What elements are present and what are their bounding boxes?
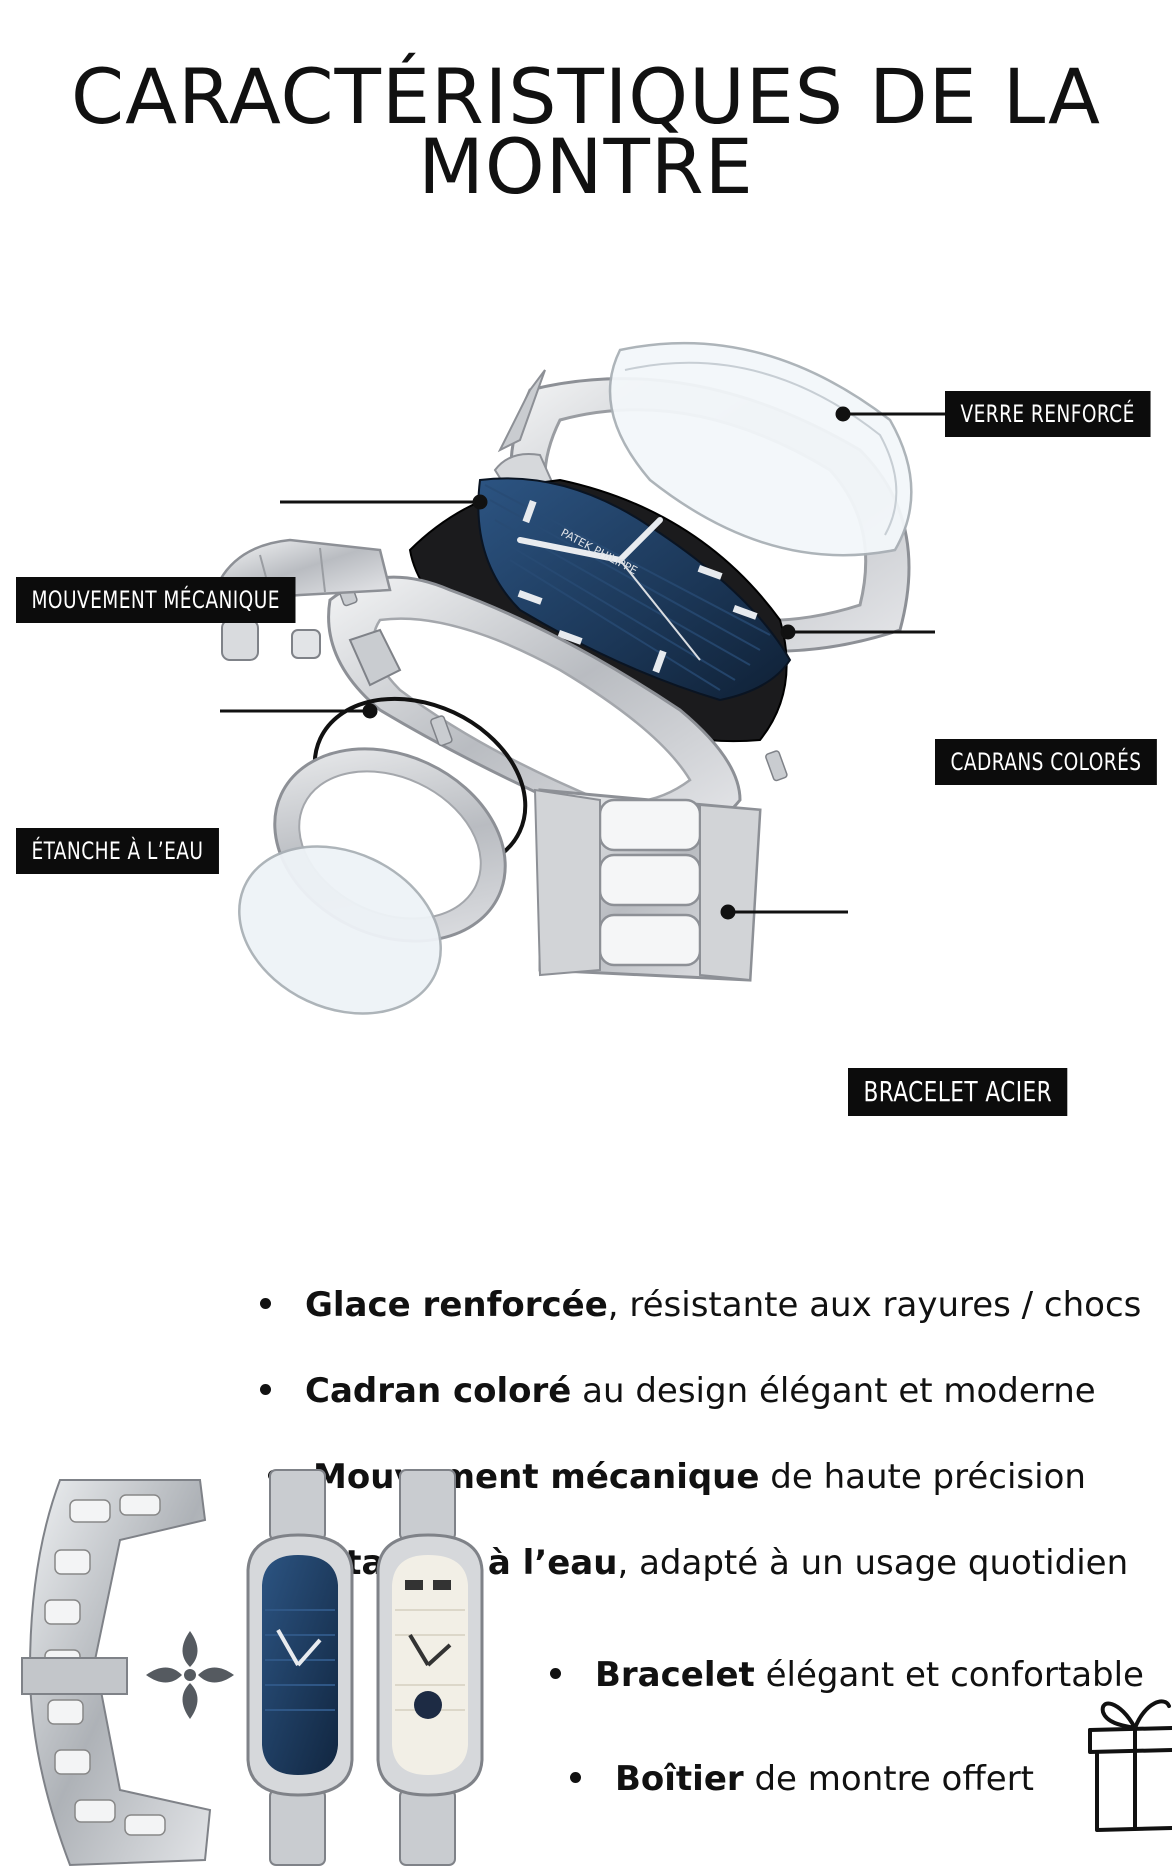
feature-item: Glace renforcée, résistante aux rayures … bbox=[260, 1285, 1141, 1325]
bullet-icon bbox=[260, 1298, 271, 1309]
sapphire-crystal bbox=[608, 341, 913, 557]
gift-box-icon bbox=[1088, 1699, 1172, 1832]
page-title-line1: CARACTÉRISTIQUES DE LA bbox=[71, 52, 1101, 141]
callout-bracelet-acier: BRACELET ACIER bbox=[848, 1068, 1068, 1116]
page-title: CARACTÉRISTIQUES DE LA MONTRE bbox=[0, 59, 1172, 211]
feature-item: Bracelet élégant et confortable bbox=[550, 1655, 1144, 1695]
callout-mouvement-mecanique: MOUVEMENT MÉCANIQUE bbox=[16, 577, 296, 623]
product-thumbnails bbox=[21, 1469, 484, 1867]
bracelet-lower-links bbox=[533, 788, 762, 982]
dial-assembly: PATEK PHILIPPE bbox=[408, 477, 792, 743]
watch-case bbox=[221, 575, 788, 838]
blue-dial-watch-thumbnail bbox=[246, 1469, 354, 1866]
case-back-assembly bbox=[238, 696, 528, 1015]
feature-item: Cadran coloré au design élégant et moder… bbox=[260, 1371, 1096, 1411]
bullet-icon bbox=[260, 1384, 271, 1395]
calatrava-cross-icon bbox=[146, 1631, 234, 1719]
bullet-icon bbox=[550, 1668, 561, 1679]
bracelet-thumbnail bbox=[21, 1479, 212, 1867]
white-dial-watch-thumbnail bbox=[376, 1469, 484, 1866]
crown-part bbox=[221, 619, 259, 661]
callout-cadrans-colores: CADRANS COLORÉS bbox=[935, 739, 1157, 785]
feature-item: Mouvement mécanique de haute précision bbox=[268, 1457, 1086, 1497]
callout-verre-renforce: VERRE RENFORCÉ bbox=[945, 391, 1151, 437]
exploded-watch-illustration: PATEK PHILIPPE bbox=[218, 341, 945, 1015]
feature-item: Boîtier de montre offert bbox=[570, 1759, 1034, 1799]
page-title-line2: MONTRE bbox=[418, 122, 754, 211]
callout-etanche-eau: ÉTANCHE À L’EAU bbox=[16, 828, 219, 874]
crown-tube-part bbox=[291, 629, 321, 659]
leader-lines bbox=[220, 406, 945, 920]
bullet-icon bbox=[570, 1772, 581, 1783]
